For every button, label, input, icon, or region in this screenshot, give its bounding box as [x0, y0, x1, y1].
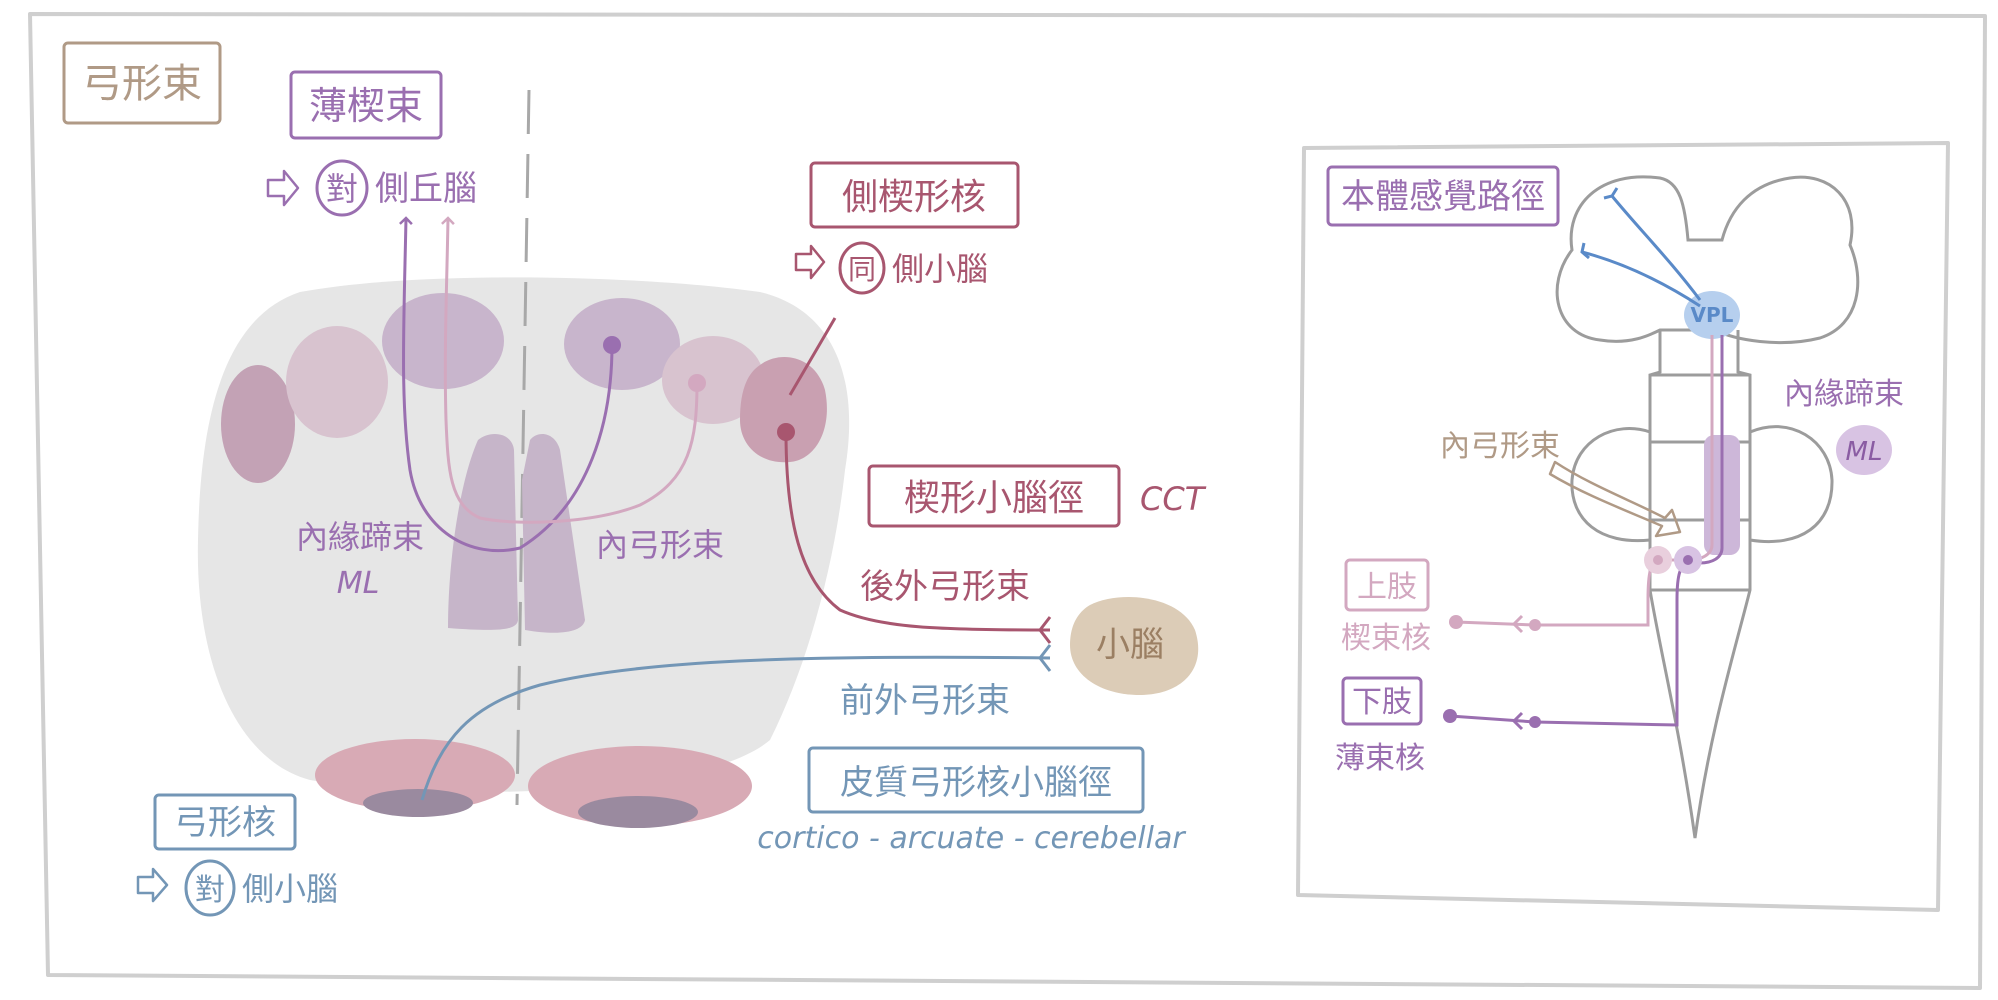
- cerebellum-label: 小腦: [1096, 625, 1164, 665]
- lower-limb-label: 下肢: [1352, 685, 1412, 720]
- lower-limb-ganglion: [1443, 709, 1457, 723]
- internal-arcuate-purple: [399, 216, 614, 553]
- cerebellum-blob: [1070, 597, 1199, 695]
- cuneate-nucleus-left: [286, 326, 388, 438]
- upper-limb-label: 上肢: [1357, 570, 1417, 605]
- dorsal-external-arcuate-ending: [1038, 616, 1052, 644]
- title-box: [62, 41, 222, 125]
- cortico-arcuate-label: 皮質弓形核小腦徑: [840, 763, 1112, 803]
- arcuate-nucleus-right: [578, 796, 698, 828]
- thalamocortical-fiber-2: [1581, 250, 1701, 308]
- lateral-cuneate-label: 側楔形核: [842, 177, 986, 218]
- thalamocortical-ending-1: [1603, 187, 1619, 200]
- lower-limb-box: [1341, 676, 1423, 726]
- upper-limb-synapse-dot: [1529, 619, 1541, 631]
- gracile-dot: [603, 336, 621, 354]
- accessory-cuneate-dot: [777, 423, 795, 441]
- hollow-arrow-icon: [266, 169, 300, 207]
- circled-contra-2: [184, 859, 236, 917]
- inset-title-box: [1326, 165, 1560, 227]
- cerebellum-right-lobe: [1748, 425, 1834, 543]
- lateral-nucleus-left: [221, 365, 295, 483]
- lower-limb-synapse-dot: [1529, 716, 1541, 728]
- dorsal-external-arcuate-fiber: [784, 431, 1051, 632]
- cuneate-dot: [688, 374, 706, 392]
- circled-ipsi-text: 同: [848, 253, 876, 286]
- lower-limb-ending: [1511, 711, 1524, 731]
- inset-nucleus-pink-dot: [1653, 555, 1663, 565]
- gracile-cuneate-box: [289, 70, 443, 140]
- lower-limb-afferent: [1449, 714, 1536, 724]
- outer-frame: [28, 12, 1987, 990]
- cuneate-nucleus-right: [662, 336, 764, 424]
- arcuate-nucleus-box: [153, 793, 297, 851]
- arcuate-nucleus-label: 弓形核: [174, 803, 276, 843]
- inset-nucleus-purple-dot: [1683, 555, 1693, 565]
- medial-lemniscus-label: 內緣蹄束: [296, 518, 424, 556]
- lateral-cuneate-target: 側小腦: [892, 250, 988, 288]
- thalamocortical-fiber-1: [1610, 195, 1702, 301]
- thalamocortical-ending-2: [1580, 242, 1590, 260]
- lateral-cuneate-box: [809, 161, 1020, 229]
- gracile-nucleus-left: [382, 293, 504, 389]
- gracile-cuneate-label: 薄楔束: [309, 84, 423, 128]
- internal-arcuate-label: 內弓形束: [596, 526, 724, 564]
- gracile-cuneate-target: 側丘腦: [375, 169, 477, 209]
- cortico-arcuate-english: cortico - arcuate - cerebellar: [757, 821, 1186, 856]
- gracile-nucleus-right: [564, 298, 680, 390]
- ventral-external-arcuate-ending: [1038, 644, 1052, 672]
- inset-ml-purple: [1534, 335, 1724, 727]
- inset-ml-abbr: ML: [1846, 437, 1883, 467]
- medial-lemniscus-left: [448, 434, 518, 630]
- inset-internal-arcuate-label: 內弓形束: [1440, 429, 1560, 464]
- upper-limb-box: [1344, 558, 1430, 612]
- cct-abbr: CCT: [1140, 480, 1207, 518]
- pyramid-left: [315, 739, 515, 811]
- inset-ml-badge: [1836, 425, 1892, 475]
- medial-lemniscus-abbr: ML: [337, 566, 380, 601]
- accessory-cuneate-nucleus: [740, 357, 827, 463]
- circled-ipsi: [838, 241, 886, 295]
- upper-limb-afferent: [1455, 620, 1536, 627]
- page-title: 弓形束: [82, 61, 202, 107]
- cerebrum-outline: [1555, 175, 1860, 345]
- upper-limb-ending: [1511, 614, 1524, 634]
- lateral-cuneate-pointer: [788, 317, 837, 396]
- arcuate-nucleus-left: [363, 789, 473, 817]
- upper-limb-nucleus: 楔束核: [1341, 621, 1431, 656]
- vpl-label: VPL: [1691, 303, 1734, 327]
- circled-contra-1-text: 對: [326, 170, 358, 208]
- lower-limb-nucleus: 薄束核: [1335, 741, 1425, 776]
- brainstem-spinal-outline: [1648, 330, 1752, 839]
- midline: [515, 89, 531, 806]
- medial-lemniscus-right: [522, 434, 585, 633]
- cct-box: [867, 464, 1121, 528]
- hollow-arrow-icon: [794, 244, 826, 280]
- upper-limb-ganglion: [1449, 615, 1463, 629]
- inset-title: 本體感覺路徑: [1341, 177, 1545, 217]
- circled-contra-1: [315, 159, 369, 217]
- circled-contra-2-text: 對: [195, 873, 225, 908]
- internal-arcuate-pink: [441, 216, 699, 524]
- ventral-external-arcuate-label: 前外弓形束: [840, 681, 1010, 721]
- cortico-arcuate-box: [807, 746, 1145, 814]
- cct-label: 楔形小腦徑: [904, 478, 1084, 519]
- arcuate-nucleus-target: 側小腦: [242, 870, 338, 908]
- dorsal-external-arcuate-label: 後外弓形束: [860, 567, 1030, 607]
- inset-internal-arcuate-arrow: [1548, 460, 1682, 538]
- ventral-external-arcuate-fiber: [420, 655, 1051, 801]
- hollow-arrow-icon: [136, 867, 169, 903]
- inset-medial-lemniscus-label: 內緣蹄束: [1784, 377, 1904, 412]
- inset-frame: [1296, 141, 1950, 912]
- cerebellum-left-lobe: [1570, 427, 1652, 543]
